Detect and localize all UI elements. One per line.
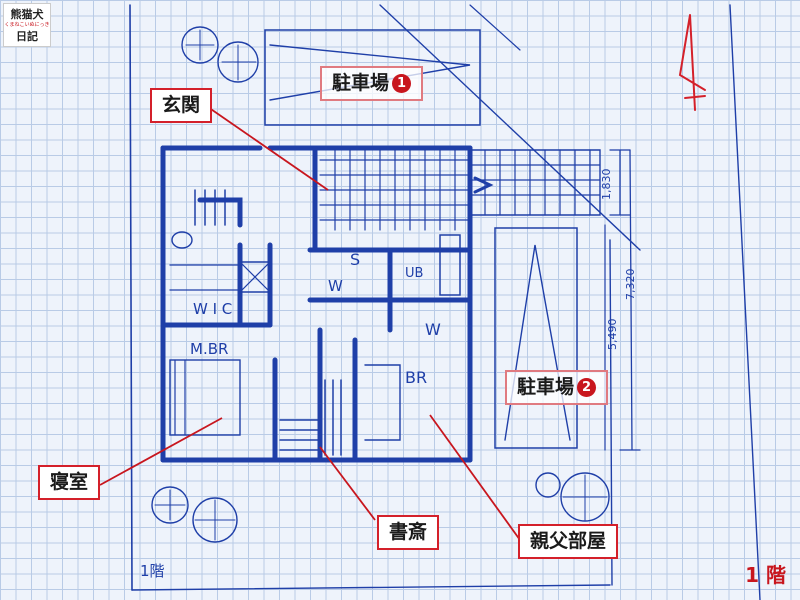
callout-oyafu: 親父部屋 bbox=[518, 524, 619, 559]
parking-2-number-badge: 2 bbox=[577, 378, 597, 397]
callout-parking-1-label: 駐車場 bbox=[332, 72, 390, 94]
parking-2-car-mark bbox=[504, 244, 571, 441]
callout-shinshitsu: 寝室 bbox=[38, 465, 101, 500]
dimension-1830: 1,830 bbox=[600, 168, 613, 201]
label-mbr: M.BR bbox=[190, 340, 229, 358]
dimension-5490: 5,490 bbox=[606, 318, 619, 351]
label-br: BR bbox=[405, 368, 428, 387]
label-washroom-w1: W bbox=[328, 277, 343, 295]
dimension-line-1830 bbox=[609, 149, 631, 216]
label-storage-s: S bbox=[350, 250, 361, 269]
entrance-tiles bbox=[319, 149, 601, 231]
logo-text-top: 熊猫犬 bbox=[10, 8, 44, 21]
closet-box bbox=[239, 261, 271, 293]
tree-group-nw bbox=[181, 26, 259, 83]
entrance-arrow bbox=[473, 176, 494, 194]
north-arrow bbox=[678, 14, 706, 111]
callout-oyafu-label: 親父部屋 bbox=[530, 530, 607, 552]
desk-sketch bbox=[364, 364, 401, 441]
bath-tub bbox=[439, 234, 461, 296]
site-logo: 熊猫犬 くまねこいぬにっき 日記 bbox=[3, 3, 51, 47]
label-wic: W I C bbox=[193, 300, 233, 318]
parking-1-outline bbox=[264, 29, 481, 126]
label-washroom-w2: W bbox=[425, 320, 441, 339]
stairs bbox=[194, 189, 342, 456]
site-boundary-south bbox=[131, 584, 611, 591]
site-boundary-diagonal bbox=[379, 4, 641, 251]
dimension-7320: 7,320 bbox=[624, 268, 637, 301]
dimension-line-7320 bbox=[619, 149, 641, 451]
tree-group-se bbox=[535, 472, 610, 522]
leader-shinshitsu bbox=[99, 417, 223, 486]
callout-genkan: 玄関 bbox=[150, 88, 213, 123]
bed-sketch bbox=[169, 359, 241, 436]
logo-text-bottom: 日記 bbox=[16, 30, 38, 43]
callout-shosai-label: 書斎 bbox=[389, 521, 428, 543]
road-edge-line bbox=[729, 4, 761, 600]
logo-subtext: くまねこいぬにっき bbox=[4, 22, 50, 28]
callout-parking-2-label: 駐車場 bbox=[517, 376, 575, 398]
tree-group-sw bbox=[151, 486, 238, 543]
parking-1-number-badge: 1 bbox=[392, 74, 412, 93]
leader-oyafu bbox=[429, 414, 521, 541]
toilet-fixture bbox=[171, 231, 193, 249]
leader-genkan bbox=[204, 104, 329, 191]
label-ub: UB bbox=[405, 266, 424, 281]
leader-shosai bbox=[319, 446, 376, 521]
site-boundary-west bbox=[129, 4, 133, 591]
parking-2-outline bbox=[494, 227, 578, 449]
callout-shosai: 書斎 bbox=[377, 515, 440, 550]
floor-note: 1階 bbox=[140, 562, 165, 580]
callout-genkan-label: 玄関 bbox=[162, 94, 201, 116]
callout-shinshitsu-label: 寝室 bbox=[50, 471, 89, 493]
floor-label: 1 階 bbox=[745, 563, 786, 587]
